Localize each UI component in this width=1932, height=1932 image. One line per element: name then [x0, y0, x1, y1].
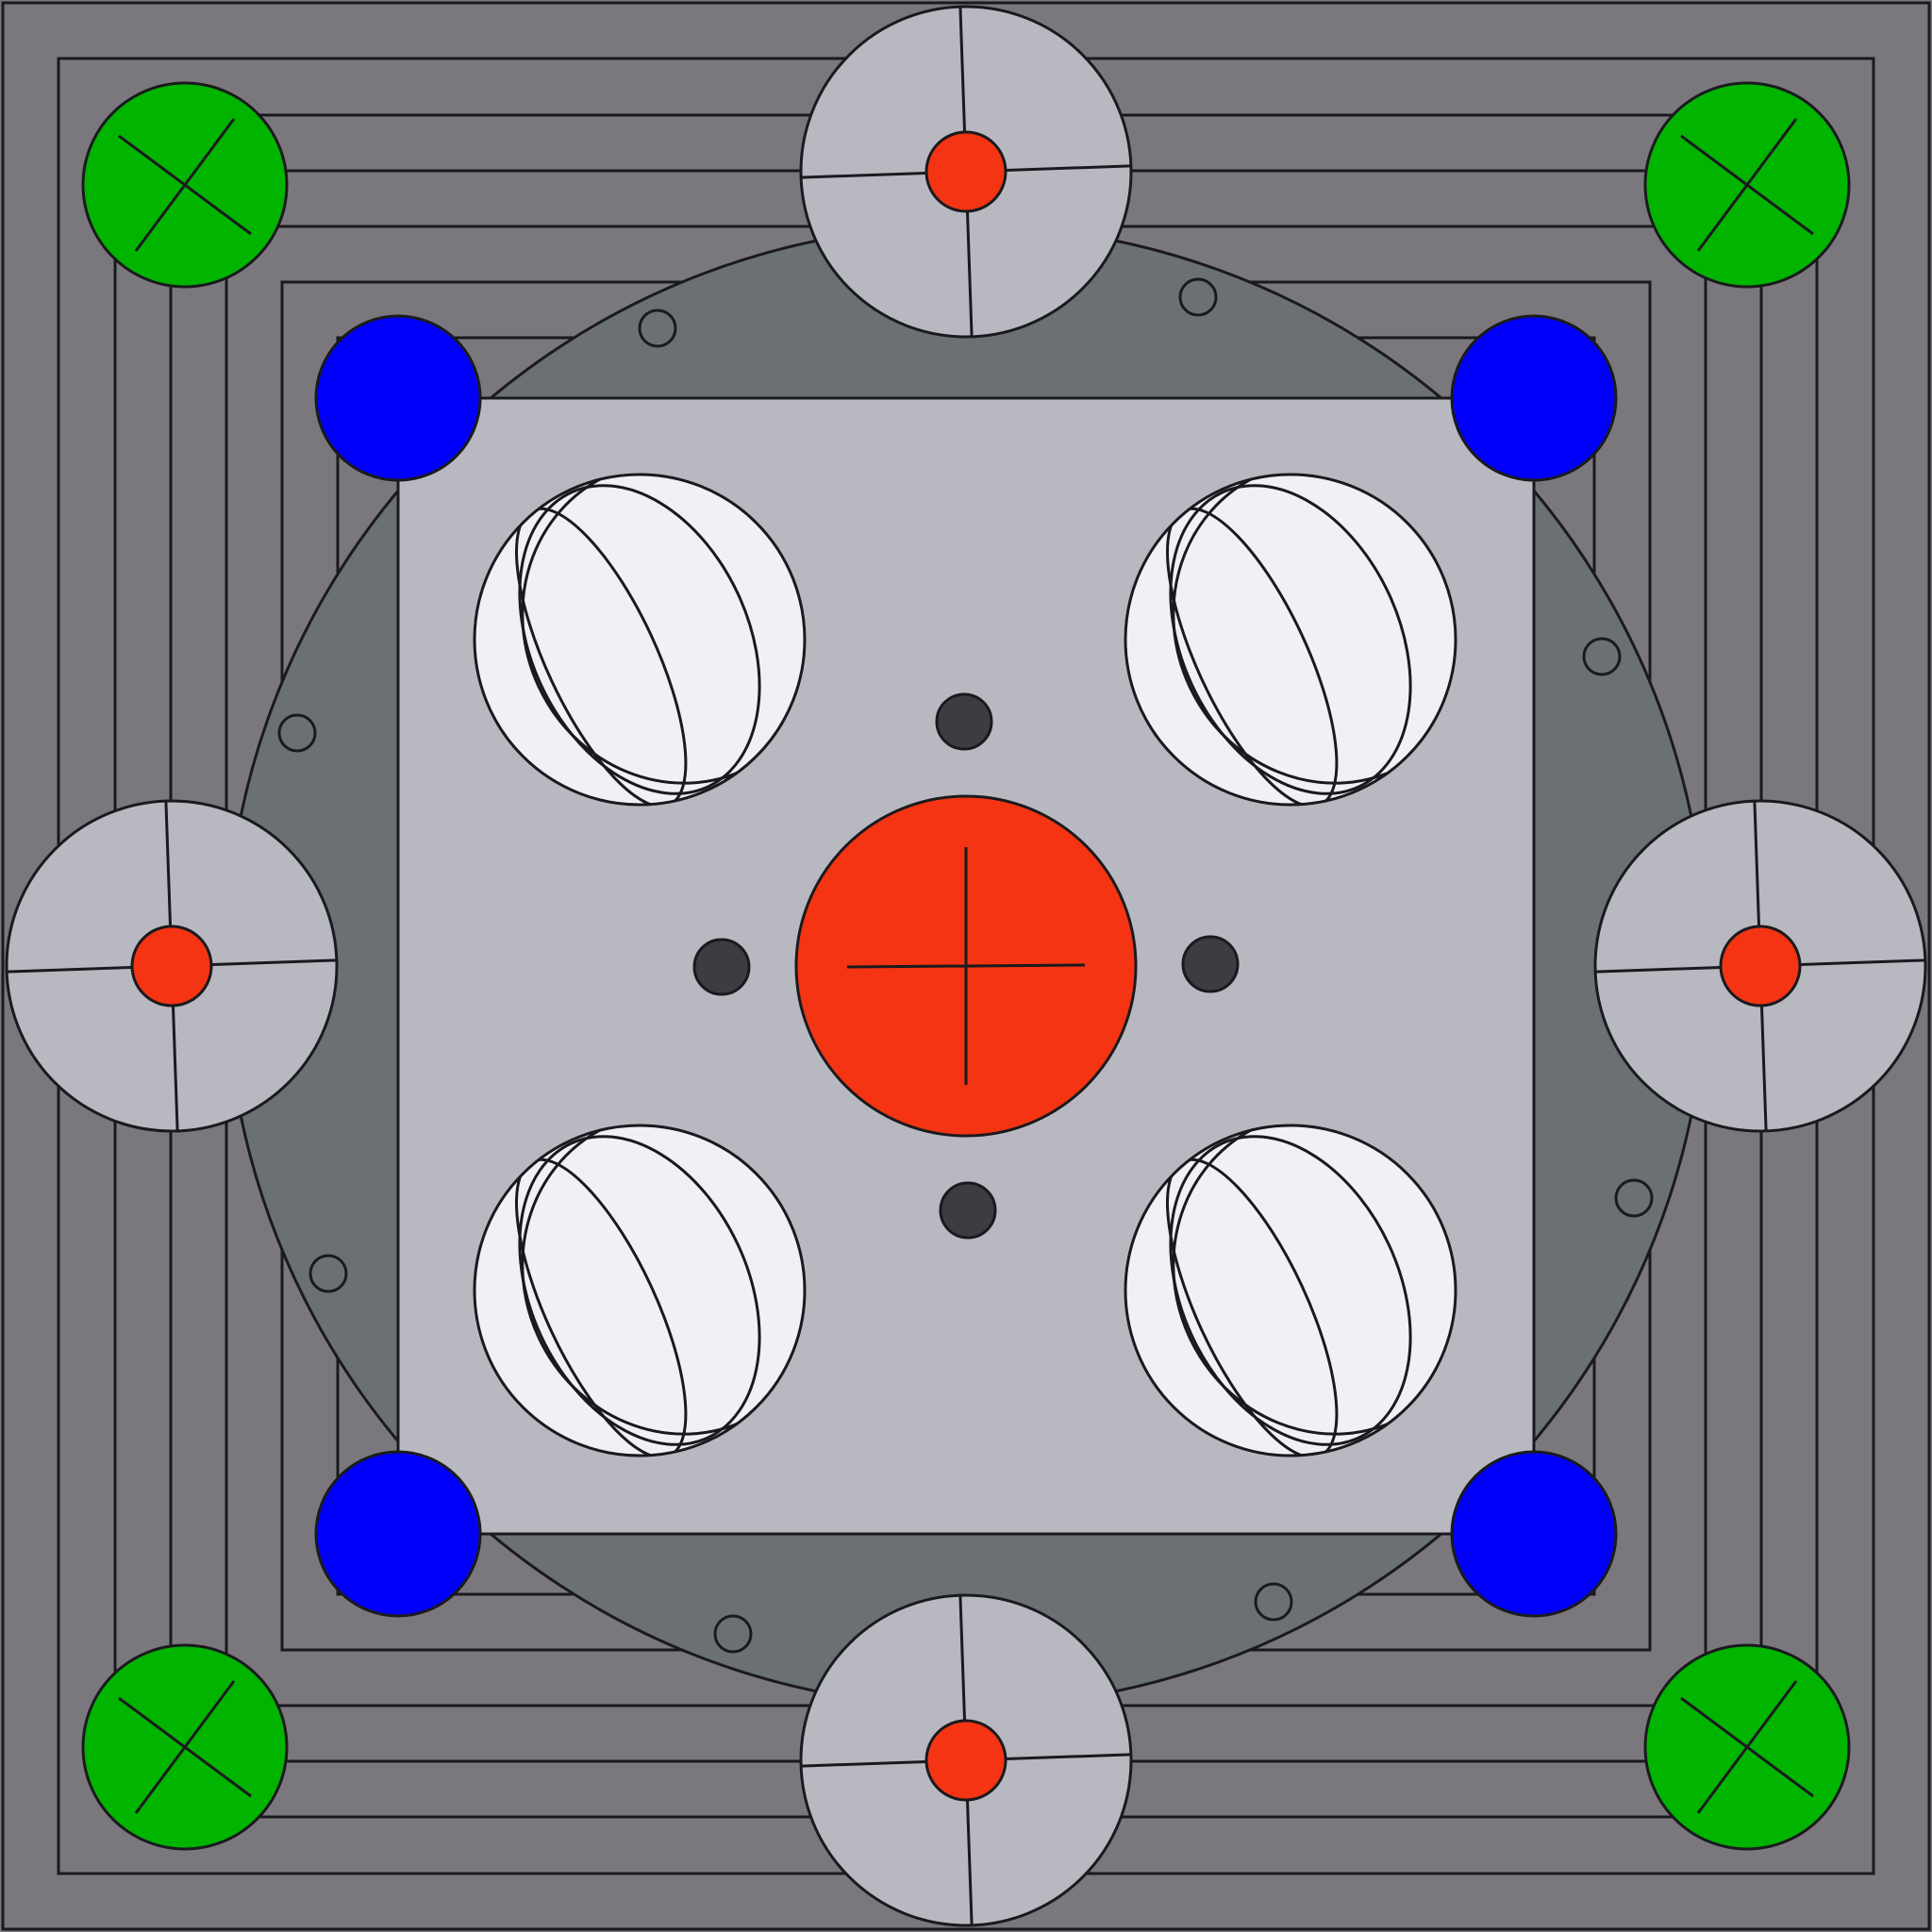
hub-group	[5, 5, 1927, 1927]
dark-stud	[692, 938, 751, 996]
hub-center	[130, 924, 213, 1008]
corner-marker[interactable]	[1643, 81, 1851, 289]
dark-stud	[1181, 935, 1240, 993]
dark-stud-group	[692, 692, 1240, 1240]
rim-hole	[1582, 637, 1622, 676]
core-button[interactable]	[794, 794, 1138, 1138]
corner-marker[interactable]	[81, 81, 289, 289]
x-mark-icon	[1680, 1680, 1814, 1814]
rim-hole	[308, 1254, 348, 1293]
corner-marker[interactable]	[1643, 1643, 1851, 1851]
rim-hole	[638, 308, 677, 348]
dark-stud	[935, 692, 993, 751]
x-mark-icon	[118, 118, 252, 252]
crosshair-icon	[846, 847, 1086, 1085]
hub-center	[924, 130, 1008, 213]
hub-right[interactable]	[1593, 799, 1927, 1133]
rim-hole	[277, 713, 317, 753]
bead-group	[473, 460, 1481, 1459]
rim-hole	[1254, 1582, 1293, 1622]
rim-hole	[1614, 1178, 1654, 1218]
blue-peg[interactable]	[314, 1450, 482, 1618]
rim-hole	[1178, 277, 1218, 317]
blue-peg-group	[314, 314, 1618, 1618]
hub-top[interactable]	[799, 5, 1133, 339]
blue-peg[interactable]	[1450, 314, 1618, 482]
disc-rim-holes	[277, 277, 1654, 1654]
x-mark-icon	[118, 1680, 252, 1814]
rim-hole	[713, 1614, 753, 1654]
hub-left[interactable]	[5, 799, 339, 1133]
hub-bottom[interactable]	[799, 1593, 1133, 1927]
hub-center	[1719, 924, 1802, 1008]
corner-marker[interactable]	[81, 1643, 289, 1851]
hub-center	[924, 1719, 1008, 1802]
dark-stud	[939, 1181, 997, 1240]
corner-marker-group	[81, 81, 1851, 1851]
x-mark-icon	[1680, 118, 1814, 252]
blue-peg[interactable]	[1450, 1450, 1618, 1618]
blue-peg[interactable]	[314, 314, 482, 482]
